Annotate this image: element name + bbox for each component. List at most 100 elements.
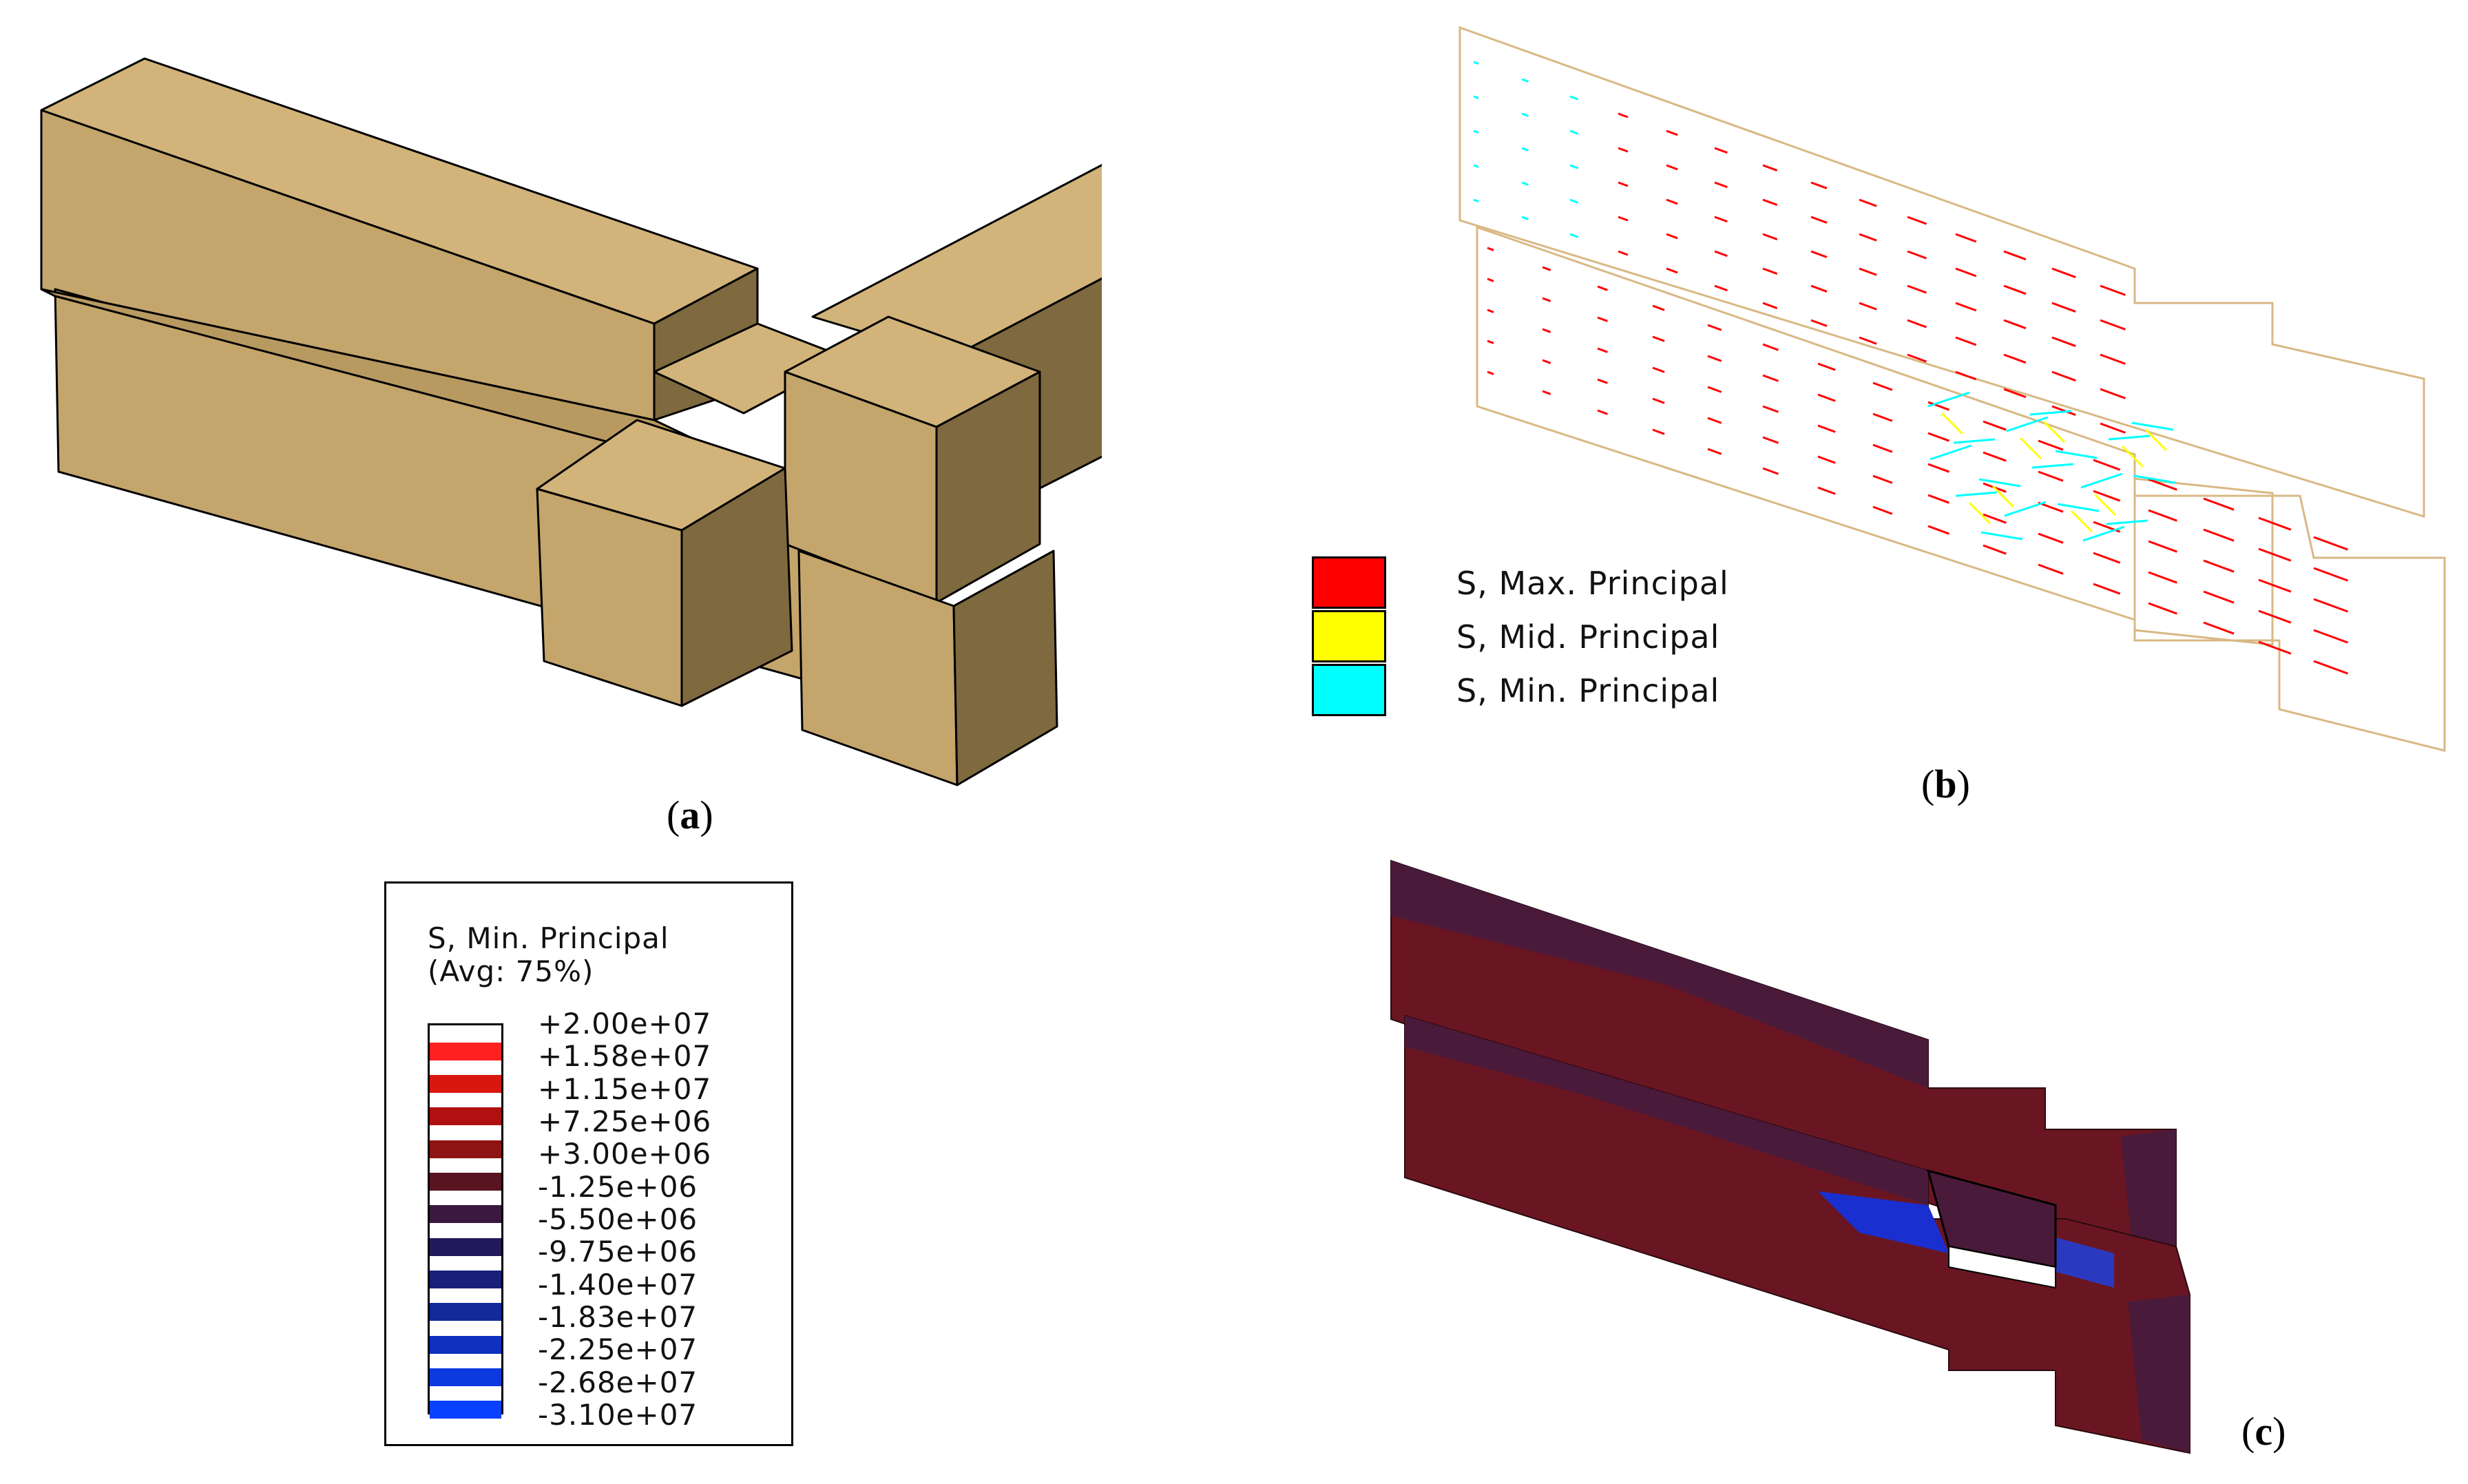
color-band [430, 1368, 501, 1386]
legend-tick-label: +7.25e+06 [538, 1105, 712, 1138]
stress-vector [1955, 267, 1977, 278]
stress-vector [1927, 494, 1950, 504]
stress-vector [1521, 181, 1529, 186]
stress-vector [1927, 391, 1970, 408]
contour-lower-right-edge [2128, 1295, 2190, 1453]
stress-vector [1810, 250, 1828, 258]
legend-tick-label: -1.25e+06 [538, 1169, 698, 1204]
legend-tick-label: +3.00e+06 [538, 1137, 712, 1171]
stress-vector [2051, 302, 2076, 313]
stress-vector [1817, 362, 1836, 371]
color-band [430, 1173, 501, 1191]
stress-vector [2051, 267, 2076, 278]
color-scale-bar [428, 1023, 503, 1419]
stress-vector [2313, 536, 2349, 551]
stress-vector [2057, 503, 2100, 512]
stress-vector [1810, 216, 1828, 224]
stress-vector [1487, 278, 1494, 282]
stress-vector [1714, 181, 1728, 189]
stress-vector [1597, 409, 1608, 415]
stress-vector [1991, 485, 2015, 508]
stress-vector [2003, 250, 2027, 261]
stress-vector [2258, 547, 2292, 562]
stress-vector [2313, 567, 2349, 582]
legend-item-min: S, Min. Principal [1312, 664, 1835, 718]
legend-tick-label: -1.83e+07 [538, 1300, 698, 1334]
contour-lower-band [1405, 1016, 1928, 1205]
stress-vector [1618, 250, 1629, 256]
stress-vector [1980, 531, 2023, 541]
stress-vector [2203, 559, 2235, 573]
stress-vector [2148, 571, 2177, 584]
stress-vector [1707, 355, 1722, 362]
contour-joint-compression-right [2038, 1233, 2114, 1288]
stress-vector [1473, 198, 1479, 203]
stress-vector [1652, 304, 1665, 311]
stress-vector [1907, 216, 1927, 225]
stress-vector [2203, 590, 2235, 604]
stress-vector [1953, 438, 1996, 444]
stress-vector [2093, 493, 2117, 516]
stress-vector [1473, 164, 1479, 169]
stress-vector [2258, 609, 2292, 624]
stress-vector [2003, 353, 2027, 364]
stress-vector [1597, 285, 1608, 291]
timber-joint-3d-model [40, 57, 1102, 786]
stress-vector [1707, 386, 1722, 393]
stress-vector [1762, 302, 1778, 309]
stress-vector [2004, 501, 2047, 517]
stress-vector [1542, 359, 1551, 364]
stress-vector [1930, 444, 1972, 461]
stress-vector [1707, 448, 1722, 455]
stress-vector [2203, 497, 2235, 511]
stress-vector [1810, 284, 1828, 293]
color-band [430, 1237, 501, 1256]
min-principal-swatch [1312, 664, 1386, 716]
stress-vector [1955, 336, 1977, 346]
stress-vector [2070, 510, 2093, 533]
stress-vector [2003, 388, 2027, 399]
stress-vector [2313, 660, 2349, 675]
stress-vector [1473, 95, 1479, 100]
stress-vector [1762, 467, 1779, 475]
stress-vector [1927, 432, 1950, 442]
stress-vector [2100, 388, 2126, 399]
stress-vector [2080, 472, 2123, 489]
stress-vector [2100, 353, 2126, 365]
stress-vector [2313, 598, 2349, 613]
stress-vector [1817, 455, 1836, 464]
stress-vector [1872, 412, 1893, 422]
stress-vector [1618, 216, 1629, 222]
stress-vector [2055, 450, 2098, 459]
stress-vector [2051, 336, 2076, 347]
caption-c: (c) [2241, 1409, 2286, 1454]
stress-vector [2131, 421, 2174, 431]
stress-vector [1473, 129, 1479, 134]
stress-vector [1907, 353, 1927, 363]
stress-vector [1666, 129, 1678, 136]
stress-vector [1597, 347, 1608, 353]
stress-vector [2029, 410, 2072, 416]
lower-right-block-side [952, 550, 1058, 786]
stress-vector [1927, 525, 1950, 535]
stress-vector [1907, 250, 1927, 260]
stress-vector [1707, 417, 1722, 424]
legend-title: S, Min. Principal [428, 921, 669, 955]
color-band [430, 1303, 501, 1321]
stress-vector [1872, 443, 1893, 453]
stress-vector [2051, 370, 2076, 382]
color-band [430, 1107, 501, 1126]
color-band [430, 1205, 501, 1224]
legend-tick-label: +1.58e+07 [538, 1039, 712, 1074]
legend-tick-label: -3.10e+07 [538, 1398, 698, 1432]
stress-vector [1473, 61, 1479, 65]
stress-vector [1487, 370, 1494, 375]
stress-vector [1872, 474, 1893, 484]
stress-vector [1652, 428, 1665, 435]
upper-plate-outline [1458, 25, 2425, 519]
stress-vector [2148, 478, 2177, 491]
stress-vector [2258, 640, 2292, 655]
stress-vector [1714, 216, 1728, 223]
stress-vector [2148, 509, 2177, 522]
stress-vector [1955, 302, 1977, 312]
